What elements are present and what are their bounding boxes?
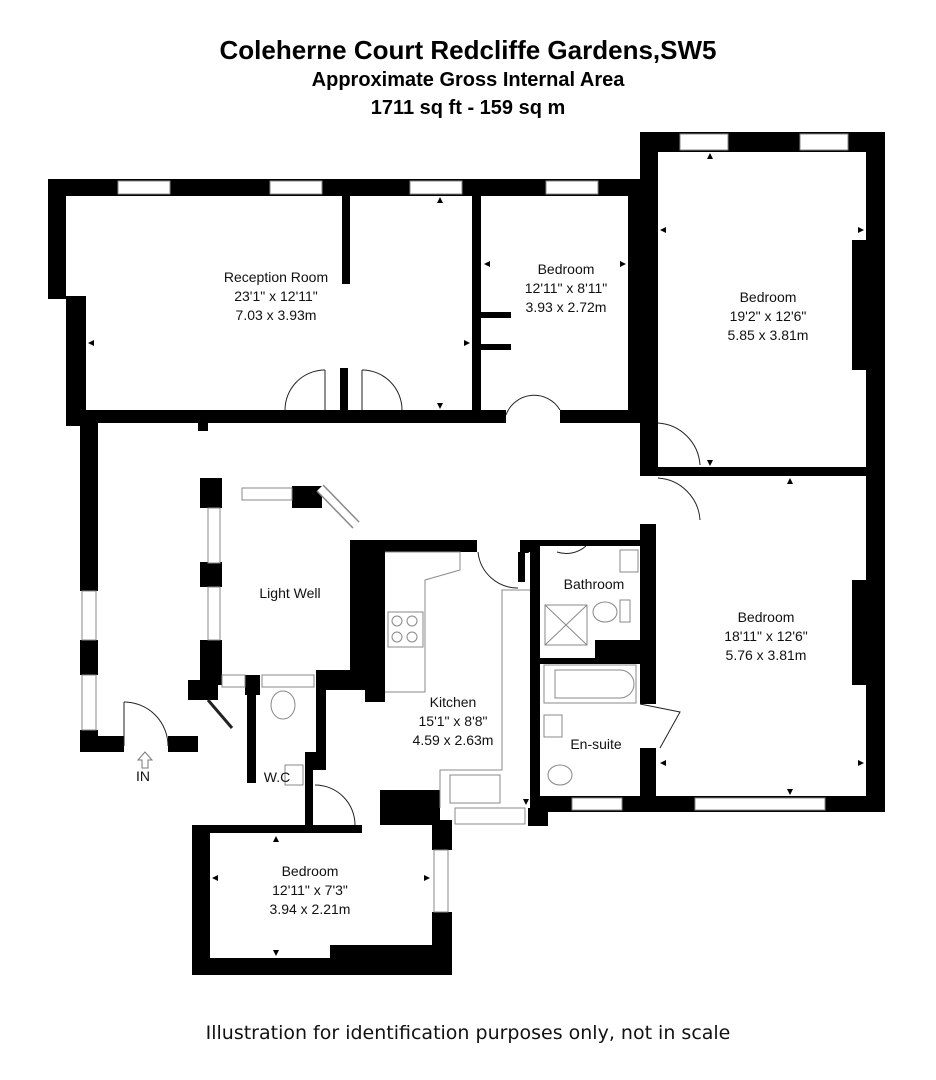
room-bedroom-4: Bedroom 12'11" x 7'3" 3.94 x 2.21m	[270, 862, 351, 919]
room-kitchen: Kitchen 15'1" x 8'8" 4.59 x 2.63m	[413, 693, 494, 750]
room-dimensions-imperial: 12'11" x 7'3"	[272, 882, 348, 898]
room-name: Bedroom	[281, 863, 339, 879]
room-bathroom: Bathroom	[564, 575, 625, 594]
room-dimensions-metric: 5.76 x 3.81m	[725, 647, 807, 663]
room-name: Light Well	[259, 585, 321, 601]
room-name: Bathroom	[563, 576, 625, 592]
room-name: Kitchen	[429, 694, 477, 710]
title-block: Coleherne Court Redcliffe Gardens,SW5 Ap…	[0, 34, 936, 122]
room-bedroom-1: Bedroom 12'11" x 8'11" 3.93 x 2.72m	[525, 260, 608, 317]
room-dimensions-metric: 3.94 x 2.21m	[269, 901, 351, 917]
room-wc: W.C	[264, 768, 290, 787]
room-name: W.C	[263, 769, 291, 785]
room-name: Bedroom	[537, 261, 595, 277]
room-name: Reception Room	[223, 269, 329, 285]
arrow-up-icon	[136, 751, 154, 769]
fixtures	[270, 549, 639, 808]
room-bedroom-2: Bedroom 19'2" x 12'6" 5.85 x 3.81m	[728, 288, 809, 345]
room-dimensions-imperial: 19'2" x 12'6"	[729, 308, 807, 324]
room-en-suite: En-suite	[570, 735, 621, 754]
room-bedroom-3: Bedroom 18'11" x 12'6" 5.76 x 3.81m	[724, 608, 808, 665]
windows	[81, 133, 849, 913]
room-dimensions-imperial: 23'1" x 12'11"	[234, 288, 318, 304]
room-dimensions-imperial: 15'1" x 8'8"	[418, 713, 488, 729]
room-name: Bedroom	[739, 289, 797, 305]
doors	[123, 369, 701, 826]
room-dimensions-metric: 3.93 x 2.72m	[525, 299, 607, 315]
disclaimer: Illustration for identification purposes…	[205, 1022, 731, 1044]
dimension-markers	[88, 153, 864, 956]
room-reception: Reception Room 23'1" x 12'11" 7.03 x 3.9…	[224, 268, 328, 325]
room-dimensions-metric: 7.03 x 3.93m	[235, 307, 317, 323]
room-name: Bedroom	[737, 609, 795, 625]
room-dimensions-imperial: 12'11" x 8'11"	[524, 280, 608, 296]
room-dimensions-metric: 5.85 x 3.81m	[727, 327, 809, 343]
room-dimensions-imperial: 18'11" x 12'6"	[724, 628, 808, 644]
area-value: 1711 sq ft - 159 sq m	[370, 97, 566, 119]
room-name: En-suite	[570, 736, 622, 752]
property-title: Coleherne Court Redcliffe Gardens,SW5	[219, 35, 717, 65]
room-dimensions-metric: 4.59 x 2.63m	[412, 732, 494, 748]
room-light-well: Light Well	[259, 584, 320, 603]
entrance-label: IN	[136, 768, 150, 784]
walls	[48, 132, 885, 975]
area-subtitle: Approximate Gross Internal Area	[311, 69, 625, 91]
